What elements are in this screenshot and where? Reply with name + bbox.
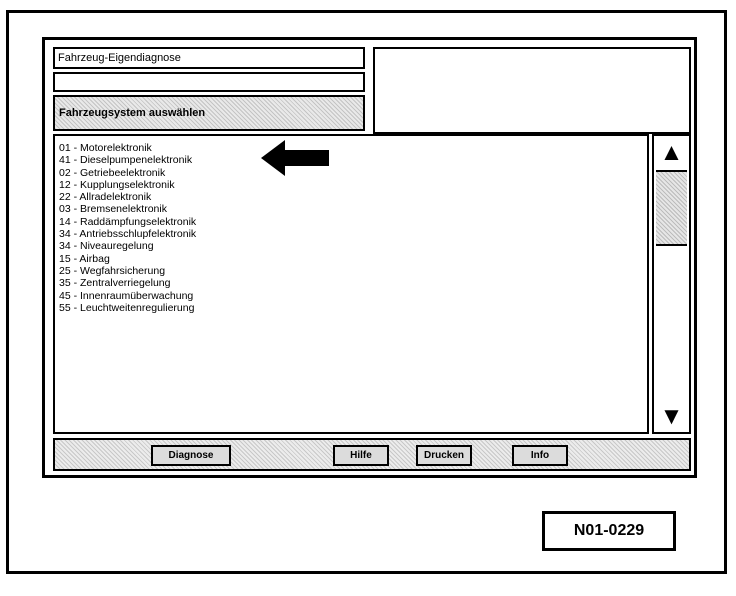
list-scrollbar[interactable]: ▲ ▼ (652, 134, 691, 434)
info-button[interactable]: Info (512, 445, 568, 466)
scroll-thumb[interactable] (656, 170, 687, 246)
screen-title: Fahrzeug-Eigendiagnose (53, 47, 365, 69)
list-item[interactable]: 01 - Motorelektronik (59, 142, 152, 154)
list-item[interactable]: 25 - Wegfahrsicherung (59, 264, 166, 277)
list-item[interactable]: 03 - Bremsenelektronik (59, 203, 167, 216)
list-item[interactable]: 15 - Airbag (59, 252, 110, 265)
print-button[interactable]: Drucken (416, 445, 472, 466)
button-bar: Diagnose Hilfe Drucken Info (53, 438, 691, 471)
list-item[interactable]: 34 - Antriebsschlupfelektronik (59, 228, 197, 241)
diagnose-button[interactable]: Diagnose (151, 445, 231, 466)
triangle-down-icon: ▼ (659, 403, 684, 430)
list-item[interactable]: 34 - Niveauregelung (59, 240, 154, 253)
triangle-up-icon: ▲ (659, 139, 684, 166)
list-item[interactable]: 55 - Leuchtweitenregulierung (59, 301, 195, 314)
help-button[interactable]: Hilfe (333, 445, 389, 466)
list-item[interactable]: 41 - Dieselpumpenelektronik (59, 154, 193, 167)
list-item[interactable]: 02 - Getriebeelektronik (59, 166, 166, 179)
list-item[interactable]: 22 - Allradelektronik (59, 191, 152, 204)
list-item[interactable]: 45 - Innenraumüberwachung (59, 289, 194, 302)
figure-code-label: N01-0229 (542, 511, 676, 551)
scroll-up-button[interactable]: ▲ (656, 140, 687, 166)
arrow-left-icon (261, 140, 329, 176)
info-panel (373, 47, 691, 134)
list-item[interactable]: 14 - Raddämpfungselektronik (59, 215, 197, 228)
scroll-down-button[interactable]: ▼ (656, 404, 687, 430)
select-system-prompt: Fahrzeugsystem auswählen (53, 95, 365, 131)
figure-frame: Fahrzeug-Eigendiagnose Fahrzeugsystem au… (6, 10, 727, 574)
status-field (53, 72, 365, 92)
list-item[interactable]: 35 - Zentralverriegelung (59, 277, 171, 290)
diagnostic-screen: Fahrzeug-Eigendiagnose Fahrzeugsystem au… (42, 37, 697, 478)
list-item[interactable]: 12 - Kupplungselektronik (59, 178, 175, 191)
